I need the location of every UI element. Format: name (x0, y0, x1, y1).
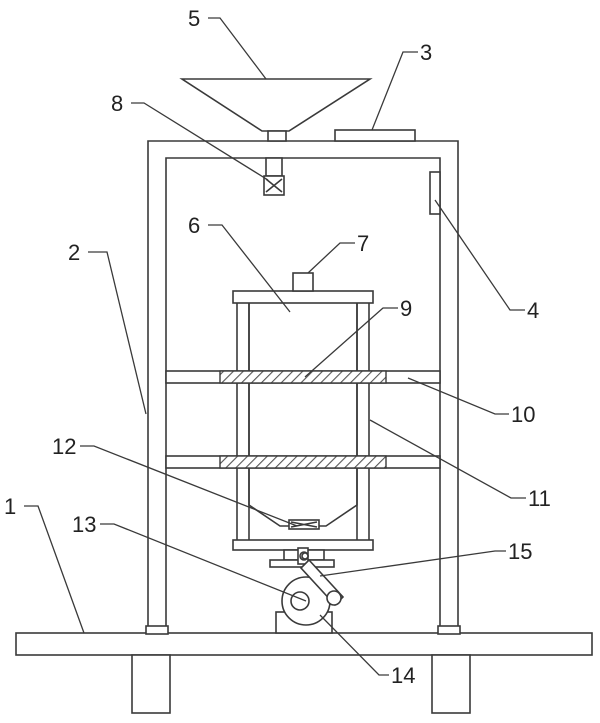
label-3: 3 (420, 40, 432, 65)
label-9: 9 (400, 296, 412, 321)
lower-support-beam (165, 455, 441, 469)
upper-support-beam (165, 370, 441, 384)
base-plate (15, 632, 593, 714)
part-labels: 1 2 3 4 5 6 7 8 9 10 11 12 13 14 15 (4, 6, 551, 688)
label-7: 7 (357, 231, 369, 256)
label-2: 2 (68, 240, 80, 265)
label-12: 12 (52, 434, 76, 459)
label-5: 5 (188, 6, 200, 31)
label-4: 4 (527, 298, 539, 323)
top-motor (292, 272, 314, 292)
feed-hopper (179, 78, 373, 142)
label-10: 10 (511, 402, 535, 427)
label-11: 11 (528, 486, 551, 511)
label-1: 1 (4, 494, 16, 519)
feed-valve (263, 157, 285, 196)
discharge-valve (288, 519, 320, 530)
leader-lines (24, 17, 526, 676)
top-control-box (334, 129, 416, 142)
label-15: 15 (508, 539, 532, 564)
side-switch (429, 171, 441, 215)
label-14: 14 (391, 663, 415, 688)
label-13: 13 (72, 512, 96, 537)
vibration-mechanism (269, 547, 345, 634)
outer-frame (145, 140, 461, 635)
label-6: 6 (188, 213, 200, 238)
mixing-tank (232, 290, 374, 527)
label-8: 8 (111, 91, 123, 116)
